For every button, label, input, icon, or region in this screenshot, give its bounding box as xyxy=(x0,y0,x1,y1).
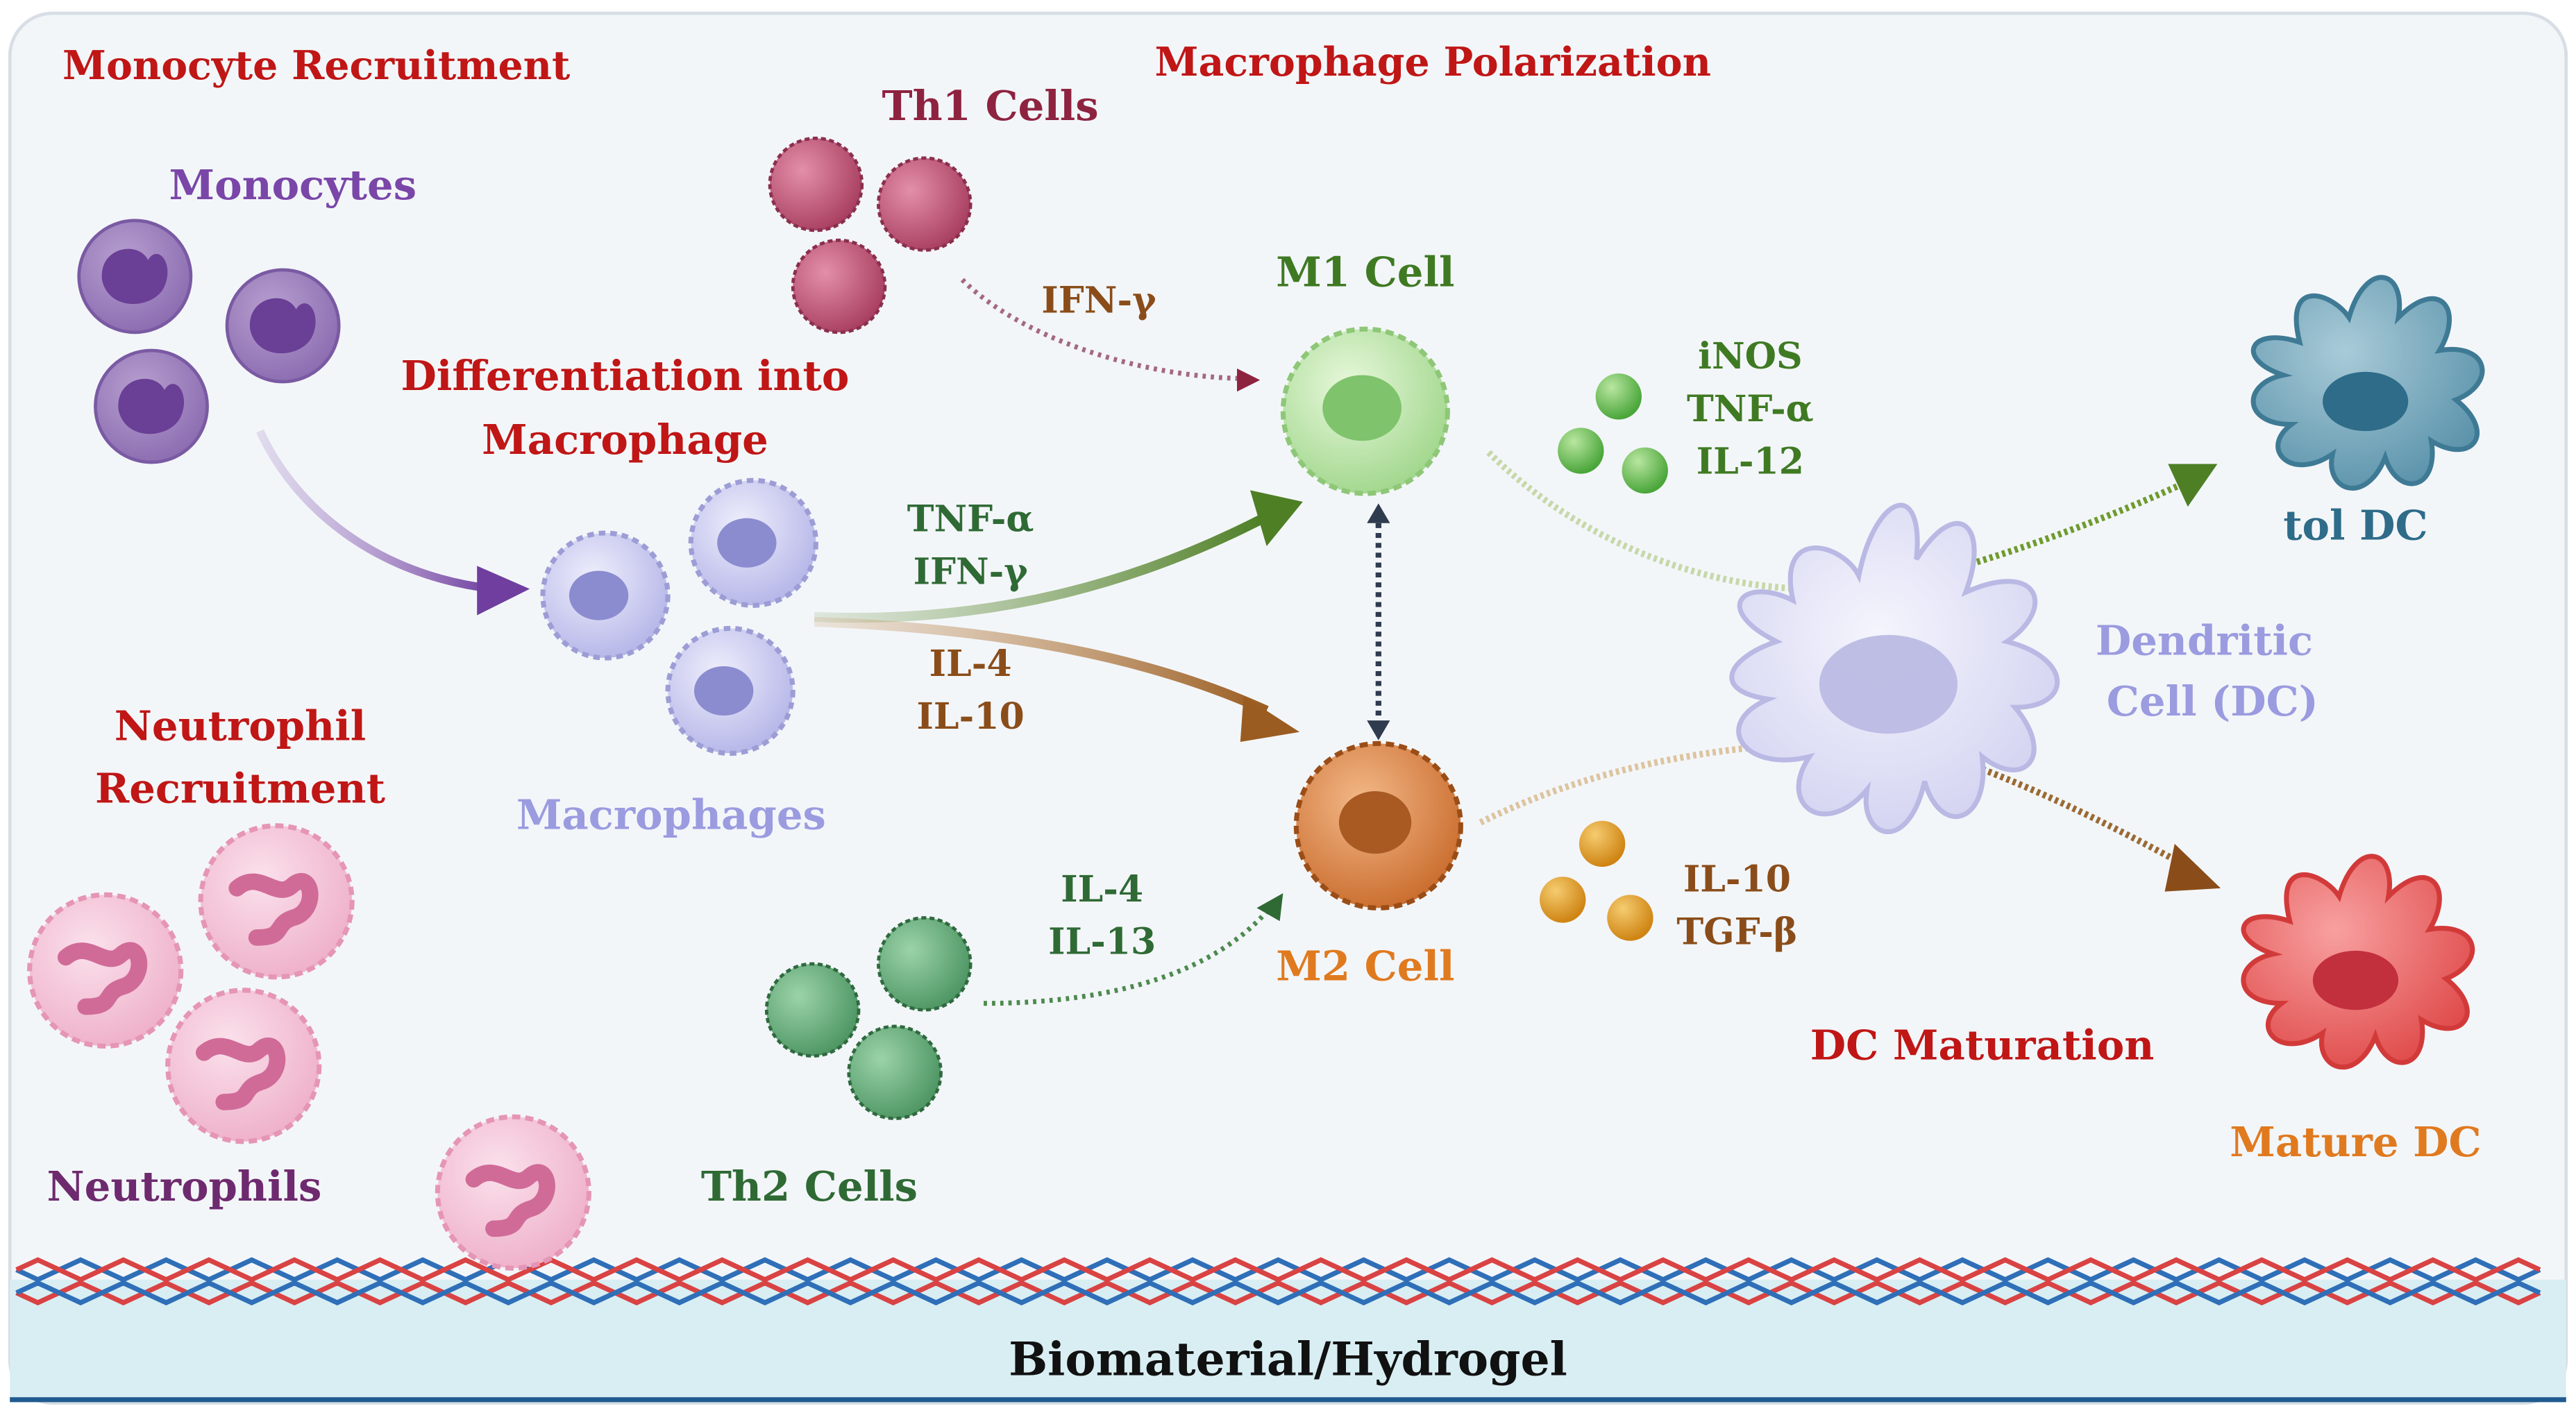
interconversion-head-up xyxy=(1367,503,1390,523)
heading-neutrophil-line2: Recruitment xyxy=(95,764,386,813)
label-th2-il13: IL-13 xyxy=(1048,921,1156,963)
label-m2-inducer-il10: IL-10 xyxy=(917,695,1025,738)
label-m1-inducer-ifn: IFN-γ xyxy=(914,550,1029,593)
th1-arrow-head xyxy=(1237,369,1261,392)
tol-dc-icon xyxy=(2250,275,2485,491)
th2-arrow-head xyxy=(1256,892,1283,922)
heading-dc-maturation: DC Maturation xyxy=(1810,1020,2155,1069)
label-m2-inducer-il4: IL-4 xyxy=(929,643,1012,685)
tol-dc-arrow-head xyxy=(2168,464,2218,507)
label-mature-dc: Mature DC xyxy=(2230,1117,2481,1166)
fiber-network-icon xyxy=(15,1257,2541,1305)
label-m1-tnf: TNF-α xyxy=(1687,388,1814,430)
fiber-strand xyxy=(15,1280,2541,1305)
monocyte-arrow-head xyxy=(477,566,530,616)
label-m1-cell: M1 Cell xyxy=(1276,248,1454,296)
label-neutrophils: Neutrophils xyxy=(47,1162,322,1210)
dendritic-cell-icon xyxy=(1729,502,2060,834)
cytokine-bead-icon xyxy=(1540,373,1668,941)
label-th1-ifn-gamma: IFN-γ xyxy=(1041,279,1156,321)
m1-cell-icon xyxy=(1280,326,1450,496)
label-m2-tgf: TGF-β xyxy=(1676,911,1797,953)
mature-dc-arrow-head xyxy=(2164,843,2221,892)
neutrophil-icon xyxy=(27,823,591,1271)
heading-monocyte-recruitment: Monocyte Recruitment xyxy=(62,43,570,89)
heading-differentiation-line2: Macrophage xyxy=(482,415,768,464)
label-dendritic-line2: Cell (DC) xyxy=(2107,677,2318,725)
macrophage-icon xyxy=(540,477,818,756)
monocyte-icon xyxy=(77,219,341,464)
m2-cell-icon xyxy=(1293,741,1463,911)
fiber-strand xyxy=(15,1257,2541,1283)
label-dendritic-line1: Dendritic xyxy=(2096,616,2313,664)
label-m2-il10: IL-10 xyxy=(1683,858,1791,901)
label-m1-il12: IL-12 xyxy=(1697,441,1804,483)
label-tol-dc: tol DC xyxy=(2283,500,2428,549)
heading-macrophage-polarization: Macrophage Polarization xyxy=(1155,40,1711,85)
dc-to-mature-dc-arrow xyxy=(1956,756,2190,870)
th1-cell-icon xyxy=(768,136,973,335)
label-m1-inos: iNOS xyxy=(1698,335,1802,378)
mature-dc-icon xyxy=(2241,854,2475,1070)
th2-cell-icon xyxy=(764,916,973,1120)
th1-to-m1-arrow xyxy=(960,278,1238,381)
label-th2-cells: Th2 Cells xyxy=(701,1162,918,1210)
label-th2-il4: IL-4 xyxy=(1061,868,1143,911)
heading-differentiation-line1: Differentiation into xyxy=(401,351,850,400)
fiber-strand xyxy=(15,1257,2541,1283)
background-panel xyxy=(8,11,2568,1405)
macrophage-to-m1-arrow xyxy=(814,514,1266,623)
label-th1-cells: Th1 Cells xyxy=(882,81,1098,130)
heading-neutrophil-line1: Neutrophil xyxy=(115,702,366,750)
m2-arrow-head xyxy=(1240,695,1300,742)
macrophage-to-m2-arrow xyxy=(814,616,1269,716)
m1-arrow-head xyxy=(1249,490,1303,546)
interconversion-head-down xyxy=(1367,720,1390,741)
fiber-strand xyxy=(15,1280,2541,1305)
label-macrophages: Macrophages xyxy=(516,790,826,839)
label-biomaterial-hydrogel: Biomaterial/Hydrogel xyxy=(1009,1332,1567,1386)
label-m2-cell: M2 Cell xyxy=(1276,942,1454,990)
monocyte-to-macrophage-arrow xyxy=(256,429,494,593)
m1-to-dc-arrow xyxy=(1486,450,1826,593)
label-monocytes: Monocytes xyxy=(169,160,417,209)
label-m1-inducer-tnf: TNF-α xyxy=(907,498,1034,541)
